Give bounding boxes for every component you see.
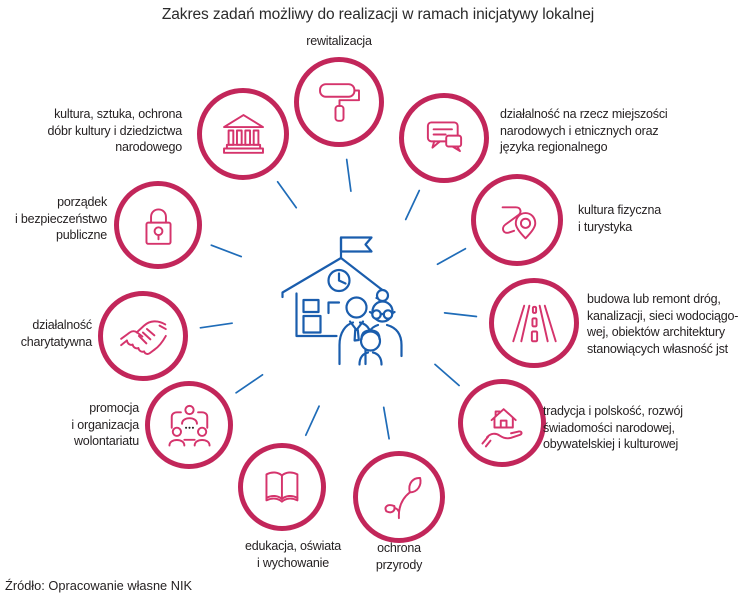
label-wolontariat: promocja i organizacja wolontariatu [71,401,139,448]
people-network-icon [167,404,211,447]
padlock-icon [144,207,172,245]
label-edukacja: edukacja, oświata i wychowanie [245,539,341,570]
category-circle-wolontariat [145,381,233,469]
source-note: Źródło: Opracowanie własne NIK [5,578,193,593]
label-porzadek: porządek i bezpieczeństwo publiczne [15,195,107,242]
diagram-title: Zakres zadań możliwy do realizacji w ram… [161,6,595,23]
label-tradycja: tradycja i polskość, rozwój świadomości … [543,404,683,451]
category-circle-kultura-sztuka [197,88,289,180]
route-pin-icon [501,205,536,239]
label-kultura-sztuka: kultura, sztuka, ochrona dóbr kultury i … [47,107,183,154]
category-circle-porzadek [114,181,202,269]
category-circle-tradycja [458,379,546,467]
label-charytatywna: działalność charytatywna [20,318,92,349]
label-mniejszosci: działalność na rzecz miejszości narodowy… [500,107,668,154]
category-circle-kultura-fizyczna [471,174,563,266]
label-rewitalizacja: rewitalizacja [306,34,372,48]
category-circle-ochrona-przyrody [353,451,445,543]
connector-lines [199,158,478,440]
handshake-icon [119,319,167,355]
chat-bubbles-icon [426,120,462,152]
open-book-icon [264,471,298,503]
category-circle-rewitalizacja [294,57,384,147]
road-icon [511,304,557,342]
category-circle-budowa-drogi [489,278,579,368]
label-budowa-drogi: budowa lub remont dróg, kanalizacji, sie… [587,292,739,356]
label-kultura-fizyczna: kultura fizyczna i turystyka [578,203,661,234]
museum-icon [222,113,264,154]
house-in-hand-icon [480,407,522,447]
category-circle-mniejszosci [399,93,489,183]
label-ochrona-przyrody: ochrona przyrody [375,541,423,572]
paint-roller-icon [318,82,360,122]
category-circle-charytatywna [98,291,188,381]
category-circle-edukacja [238,443,326,531]
leaf-icon [384,476,421,519]
house-with-family-illustration [281,236,403,366]
